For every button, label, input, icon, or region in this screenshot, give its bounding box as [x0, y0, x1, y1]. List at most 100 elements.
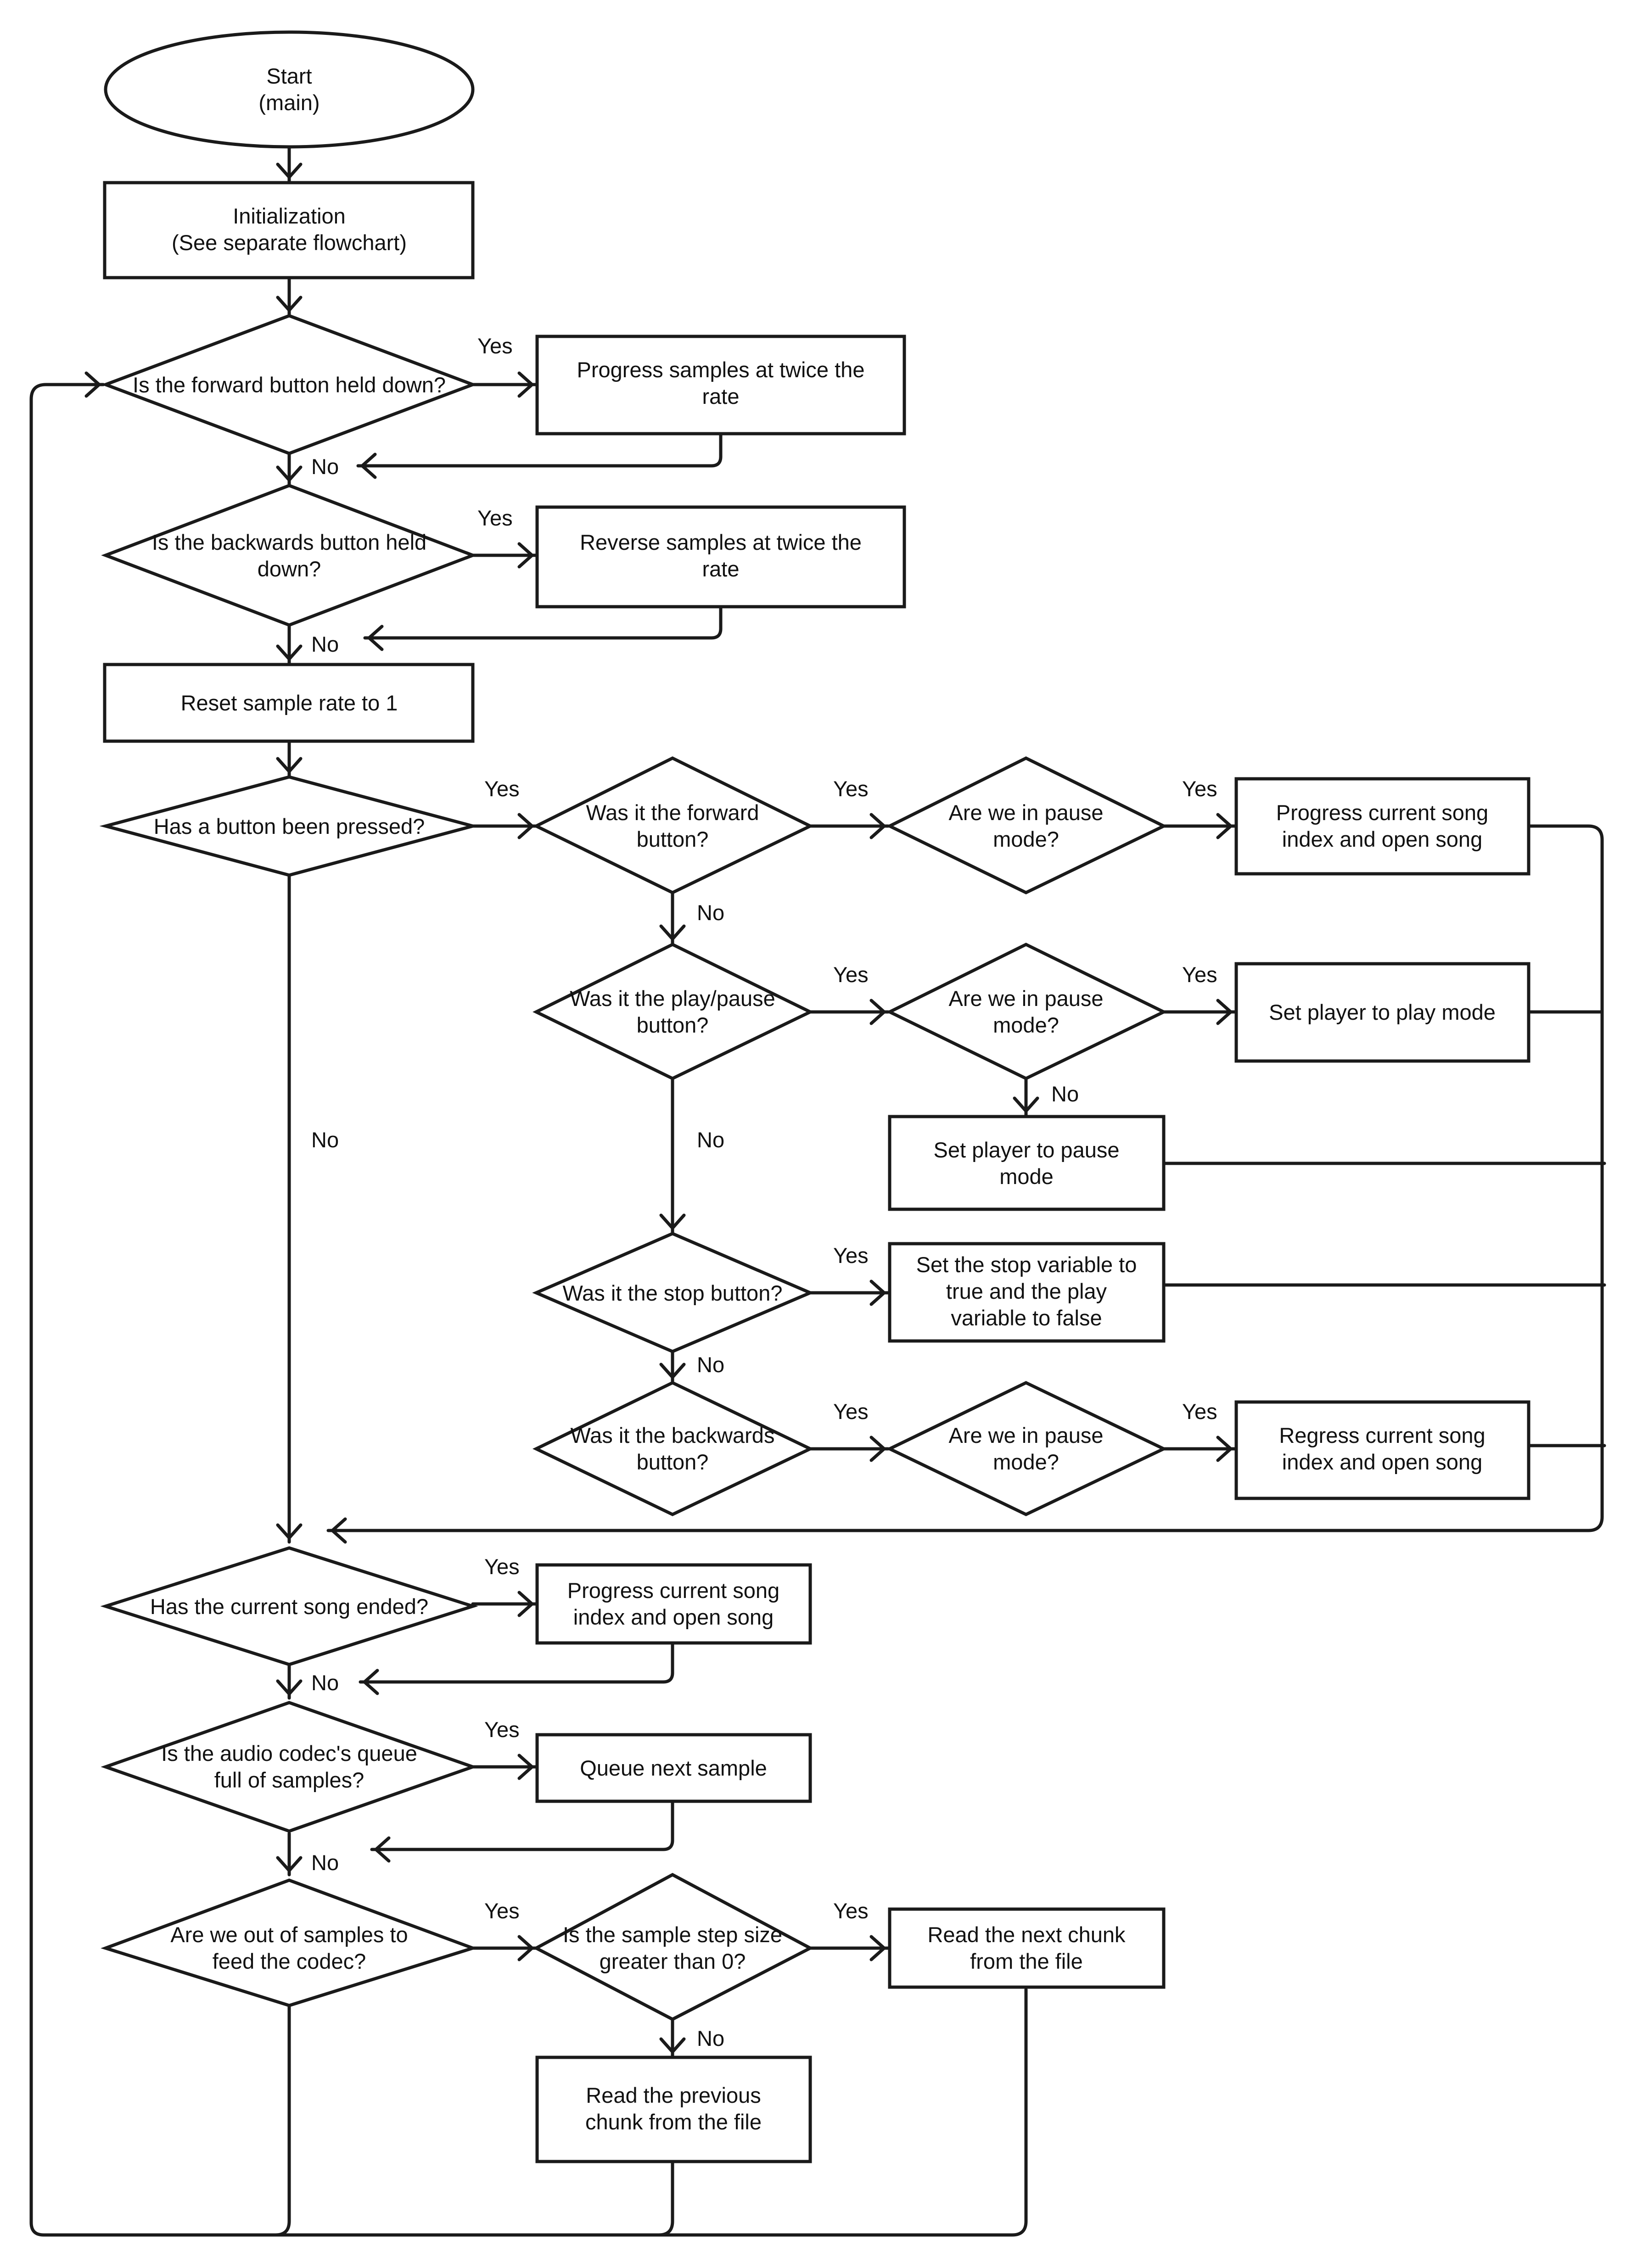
q-button-pressed-diamond: [99, 775, 479, 877]
set-pause-text: Set player to pause: [934, 1138, 1120, 1162]
reverse-samples-text: rate: [702, 557, 740, 581]
q-pause3-diamond: [886, 1381, 1168, 1516]
label-yes: Yes: [833, 1399, 869, 1424]
q-queue-full-text: Is the audio codec's queue: [161, 1741, 417, 1765]
label-no: No: [311, 1670, 339, 1695]
arrow-reverse-samples-return: [363, 605, 723, 651]
q-playpause-btn-text: button?: [637, 1013, 709, 1037]
svg-text:Reset sample rate to 1: Reset sample rate to 1: [181, 691, 398, 715]
q-forward-held-text: Is the forward button held down?: [133, 373, 446, 397]
q-song-ended-text: Has the current song ended?: [150, 1594, 428, 1619]
reset-rate-text: Reset sample rate to 1: [181, 691, 398, 715]
q-queue-full-text: full of samples?: [214, 1768, 364, 1792]
label-no: No: [697, 1128, 724, 1152]
progress-song2-text: index and open song: [573, 1605, 774, 1629]
init-text: Initialization: [233, 204, 346, 228]
q-pause2-text: mode?: [993, 1013, 1059, 1037]
set-pause-box: [888, 1115, 1166, 1211]
progress-song-text: index and open song: [1282, 827, 1482, 851]
label-yes: Yes: [484, 776, 520, 801]
q-playpause-btn-diamond: [533, 943, 814, 1080]
label-no: No: [697, 1352, 724, 1377]
svg-text:Queue next sample: Queue next sample: [580, 1756, 767, 1780]
node-texts: Start(main) Initialization(See separate …: [133, 64, 1496, 2134]
set-play-text: Set player to play mode: [1269, 1000, 1496, 1024]
q-out-of-samples-diamond: [101, 1878, 478, 2007]
progress-song2-box: [535, 1563, 812, 1645]
q-out-of-samples-text: feed the codec?: [213, 1949, 366, 1973]
svg-text:Has a button been pressed?: Has a button been pressed?: [154, 814, 425, 838]
q-stop-btn-text: Was it the stop button?: [563, 1281, 783, 1305]
set-play-box: [1234, 962, 1530, 1063]
label-yes: Yes: [477, 506, 513, 530]
progress-samples-text: Progress samples at twice the: [577, 358, 865, 382]
label-yes: Yes: [484, 1554, 520, 1579]
label-yes: Yes: [477, 334, 513, 358]
start-terminal: [104, 30, 475, 149]
q-forward-held-diamond: [101, 314, 477, 455]
svg-text:Has the current song ended?: Has the current song ended?: [150, 1594, 428, 1619]
label-no: No: [311, 454, 339, 479]
set-pause-text: mode: [999, 1164, 1054, 1189]
progress-samples-text: rate: [702, 384, 740, 408]
reverse-samples-text: Reverse samples at twice the: [580, 530, 862, 554]
line-read-next-down: [29, 371, 1028, 2237]
q-queue-full-diamond: [101, 1701, 478, 1833]
reverse-samples-box: [535, 505, 906, 609]
set-stop-text: Set the stop variable to: [916, 1252, 1137, 1277]
shapes: [99, 30, 1530, 2163]
q-backwards-held-text: down?: [258, 557, 321, 581]
svg-text:Set player to play mode: Set player to play mode: [1269, 1000, 1496, 1024]
progress-samples-box: [535, 335, 906, 436]
q-backwards-held-diamond: [101, 484, 477, 627]
line-read-prev-down: [657, 2160, 674, 2237]
label-no: No: [1051, 1082, 1079, 1106]
svg-text:Start(main): Start(main): [258, 64, 320, 115]
q-forward-btn-text: Was it the forward: [586, 800, 759, 825]
arrow-progress-song2-return: [359, 1641, 674, 1695]
regress-song-box: [1234, 1400, 1530, 1500]
label-yes: Yes: [833, 1899, 869, 1923]
start-text: Start: [266, 64, 312, 88]
q-song-ended-diamond: [100, 1546, 478, 1666]
svg-text:Is the forward button held dow: Is the forward button held down?: [133, 373, 446, 397]
read-next-text: Read the next chunk: [927, 1922, 1126, 1947]
q-pause2-diamond: [886, 943, 1167, 1080]
arrow-queue-next-return: [370, 1799, 674, 1863]
q-button-pressed-text: Has a button been pressed?: [154, 814, 425, 838]
queue-next-box: [535, 1733, 812, 1803]
read-next-text: from the file: [970, 1949, 1083, 1973]
q-pause1-text: Are we in pause: [948, 800, 1103, 825]
set-stop-text: variable to false: [951, 1306, 1102, 1330]
label-no: No: [697, 2026, 724, 2050]
regress-song-text: index and open song: [1282, 1450, 1482, 1474]
label-yes: Yes: [484, 1899, 520, 1923]
label-yes: Yes: [484, 1717, 520, 1742]
read-prev-box: [535, 2056, 812, 2163]
q-pause1-diamond: [886, 756, 1167, 894]
read-prev-text: Read the previous: [586, 2083, 761, 2107]
label-yes: Yes: [833, 1243, 869, 1268]
svg-text:Initialization(See separate fl: Initialization(See separate flowchart): [172, 204, 407, 255]
progress-song2-text: Progress current song: [567, 1578, 779, 1603]
read-next-box: [888, 1907, 1166, 1989]
label-yes: Yes: [833, 962, 869, 987]
q-stop-btn-diamond: [532, 1232, 814, 1353]
label-no: No: [311, 1850, 339, 1875]
q-forward-btn-text: button?: [637, 827, 709, 851]
